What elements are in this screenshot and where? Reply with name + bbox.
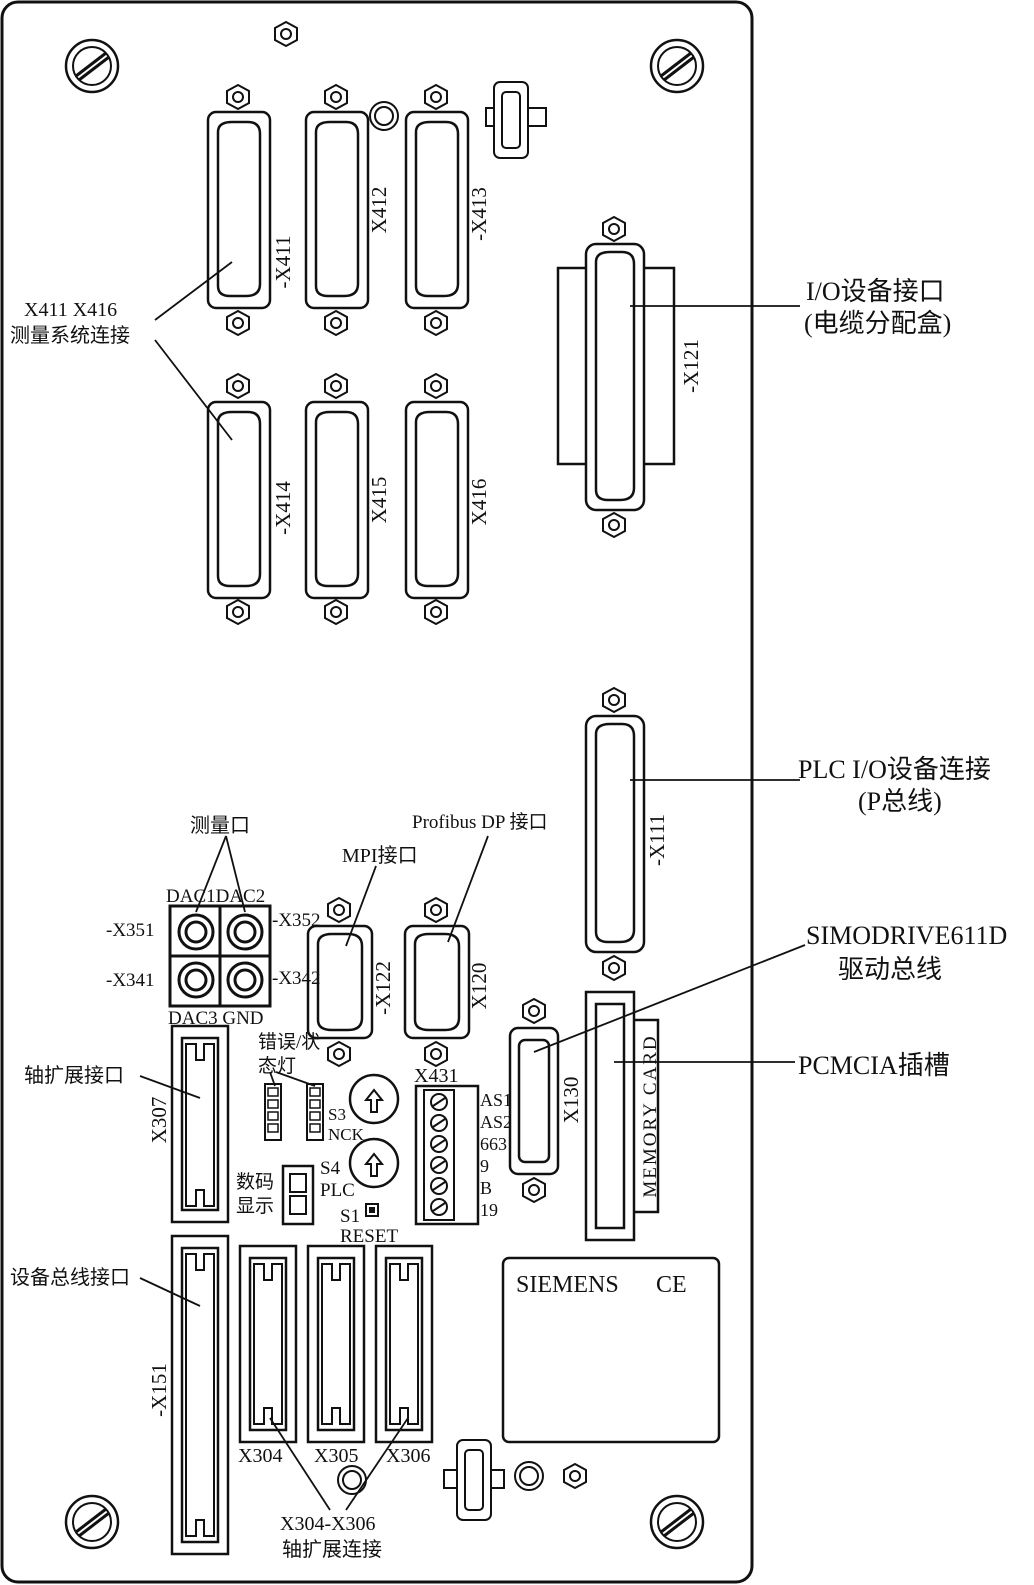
pcmcia-slot xyxy=(584,990,660,1242)
connector-x151 xyxy=(170,1234,230,1556)
callout-mpi: MPI接口 xyxy=(342,844,418,867)
corner-screw-icon xyxy=(649,38,705,94)
connector-x412 xyxy=(304,84,370,336)
callout-io-device-1: I/O设备接口 xyxy=(806,277,945,306)
callout-profibus: Profibus DP 接口 xyxy=(412,811,547,833)
label-nck: NCK xyxy=(328,1125,365,1144)
digit-display xyxy=(281,1164,315,1226)
callout-measure-port: 测量口 xyxy=(190,814,250,837)
connector-x413 xyxy=(404,84,470,336)
terminal-label: B xyxy=(480,1178,492,1198)
label-x412: X412 xyxy=(367,187,391,234)
label-x306: X306 xyxy=(386,1445,430,1467)
terminal-label: AS1 xyxy=(480,1090,512,1110)
connector-x307 xyxy=(170,1024,230,1224)
label-x411: -X411 xyxy=(271,236,295,289)
status-led-strip xyxy=(264,1083,324,1141)
connector-x122 xyxy=(306,897,374,1067)
callout-axis-ext-conn-2: 轴扩展连接 xyxy=(282,1538,382,1561)
callout-io-device-2: (电缆分配盒) xyxy=(804,309,951,338)
label-x431: X431 xyxy=(414,1065,458,1087)
bottom-clamp xyxy=(443,1439,505,1521)
callout-measure-system-1: X411 X416 xyxy=(24,299,117,321)
connector-x111 xyxy=(584,687,646,981)
terminal-label: AS2 xyxy=(480,1112,512,1132)
connector-x121 xyxy=(556,216,676,538)
callout-digit-display-2: 显示 xyxy=(236,1196,274,1217)
connector-x306 xyxy=(374,1244,434,1444)
connector-x411 xyxy=(206,84,272,336)
label-x413: -X413 xyxy=(467,187,491,241)
label-plc: PLC xyxy=(320,1180,355,1201)
label-dac3gnd: DAC3 GND xyxy=(168,1008,264,1029)
ce-mark-icon: CE xyxy=(656,1272,687,1298)
connector-x415 xyxy=(304,373,370,625)
label-x122: -X122 xyxy=(371,961,395,1015)
ring-screw-icon xyxy=(337,1465,367,1495)
connector-x120 xyxy=(403,897,471,1067)
label-x307: X307 xyxy=(147,1097,171,1144)
label-x341: -X341 xyxy=(106,970,155,991)
label-x121: -X121 xyxy=(679,339,703,393)
connector-x304 xyxy=(238,1244,298,1444)
callout-axis-ext: 轴扩展接口 xyxy=(24,1064,124,1087)
callout-plc-io-1: PLC I/O设备连接 xyxy=(798,755,991,784)
label-x352: -X352 xyxy=(272,910,321,931)
callout-error-led-2: 态灯 xyxy=(258,1055,296,1077)
label-s4: S4 xyxy=(320,1158,341,1179)
label-x305: X305 xyxy=(314,1445,358,1467)
terminal-block-x431 xyxy=(414,1084,480,1226)
connector-x414 xyxy=(206,373,272,625)
connector-x416 xyxy=(404,373,470,625)
connector-x130 xyxy=(508,998,560,1203)
label-x416: X416 xyxy=(467,479,491,526)
terminal-label: 19 xyxy=(480,1200,498,1220)
label-s3: S3 xyxy=(328,1105,346,1124)
label-x304: X304 xyxy=(238,1445,282,1467)
rotary-switch-s3 xyxy=(348,1073,400,1125)
callout-measure-system-2: 测量系统连接 xyxy=(10,324,130,347)
callout-device-bus: 设备总线接口 xyxy=(10,1266,130,1289)
label-x351: -X351 xyxy=(106,920,155,941)
top-clamp xyxy=(485,81,547,159)
label-x130: X130 xyxy=(559,1077,583,1124)
corner-screw-icon xyxy=(649,1494,705,1550)
label-x120: X120 xyxy=(467,963,491,1010)
label-s1: S1 xyxy=(340,1206,360,1227)
callout-pcmcia: PCMCIA插槽 xyxy=(798,1051,950,1080)
siemens-nameplate xyxy=(501,1256,721,1444)
terminal-label: 663 xyxy=(480,1134,507,1154)
nut-icon xyxy=(563,1463,587,1489)
callout-error-led-1: 错误/状 xyxy=(258,1031,320,1053)
corner-screw-icon xyxy=(64,38,120,94)
siemens-logo: SIEMENS xyxy=(516,1272,619,1298)
label-x415: X415 xyxy=(367,477,391,524)
label-reset: RESET xyxy=(340,1226,398,1247)
label-x111: -X111 xyxy=(645,814,669,866)
callout-simodrive-2: 驱动总线 xyxy=(838,955,942,984)
label-x151: -X151 xyxy=(147,1363,171,1417)
label-x414: -X414 xyxy=(271,481,295,535)
label-x342: -X342 xyxy=(272,968,321,989)
nut-icon xyxy=(274,21,298,47)
leader-lines xyxy=(139,261,806,1511)
callout-axis-ext-conn-1: X304-X306 xyxy=(280,1513,376,1535)
label-dac1dac2: DAC1DAC2 xyxy=(166,886,265,907)
connector-x305 xyxy=(306,1244,366,1444)
callout-plc-io-2: (P总线) xyxy=(858,787,942,816)
callout-digit-display-1: 数码 xyxy=(236,1171,274,1193)
callout-simodrive-1: SIMODRIVE611D xyxy=(806,921,1007,950)
dac-jack-block xyxy=(168,904,272,1008)
ring-screw-icon xyxy=(369,101,399,131)
terminal-label: 9 xyxy=(480,1156,489,1176)
label-memory-card: MEMORY CARD xyxy=(640,1034,661,1197)
ring-screw-icon xyxy=(514,1461,544,1491)
corner-screw-icon xyxy=(64,1494,120,1550)
rotary-switch-s4 xyxy=(348,1137,400,1189)
